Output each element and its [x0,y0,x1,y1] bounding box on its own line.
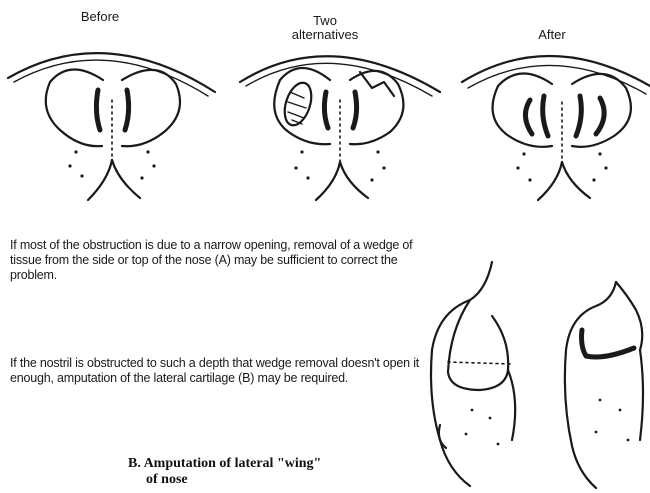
alt-philtrum-left [316,162,340,200]
nose-before-drawing [8,53,215,200]
before-philtrum-right [112,160,140,198]
before-left-slit [96,90,100,130]
caption-line-2: of nose [128,472,448,488]
side-right-edge [640,350,643,440]
side-right-dot [595,431,598,434]
before-philtrum [88,160,112,200]
before-whisker-dot [146,150,149,153]
before-whisker-dot [74,150,77,153]
side-left-outline [431,262,492,486]
side-right-top [616,282,642,350]
alt-whisker-dot [370,178,373,181]
before-whisker-dot [140,176,143,179]
after-right-opening [576,96,581,136]
side-left-dot [471,409,474,412]
side-left-wing [448,300,508,390]
before-bridge-outer [8,53,215,92]
alt-bridge-inner [246,63,432,96]
side-left-dot [489,417,492,420]
side-right-dot [599,399,602,402]
alt-whisker-dot [300,150,303,153]
after-right-opening-inner [596,98,604,134]
alt-philtrum-right [340,162,368,198]
after-whisker-dot [528,178,531,181]
after-philtrum-right [562,162,590,198]
side-left-edge [508,370,515,440]
side-right-dot [627,439,630,442]
alt-whisker-dot [382,166,385,169]
side-left-dot [465,433,468,436]
after-whisker-dot [522,152,525,155]
alt-whisker-dot [306,176,309,179]
before-whisker-dot [68,164,71,167]
before-whisker-dot [80,174,83,177]
paragraph-amputation: If the nostril is obstructed to such a d… [10,356,420,386]
alt-whisker-dot [376,150,379,153]
alt-wedge-a [280,79,316,128]
side-right-outline [565,282,616,488]
alt-left-slit [324,92,328,128]
caption-amputation: B. Amputation of lateral "wing" of nose [128,456,448,488]
nose-alternatives-drawing [240,56,440,200]
after-whisker-dot [592,178,595,181]
alt-whisker-dot [294,166,297,169]
caption-line-1: B. Amputation of lateral "wing" [128,456,448,472]
side-left-dot [497,443,500,446]
alt-right-slit [353,92,357,128]
side-right-dot [619,409,622,412]
amputation-side-view-right [565,282,643,488]
nose-after-drawing [462,56,650,200]
after-left-opening-inner [543,96,548,136]
after-philtrum-left [538,162,562,200]
amputation-side-view-left [431,262,515,486]
after-left-opening [525,100,532,134]
before-right-slit [125,90,129,130]
after-whisker-dot [516,166,519,169]
before-whisker-dot [152,164,155,167]
side-left-lip [439,425,446,448]
side-left-cut-line [448,362,512,364]
after-whisker-dot [604,166,607,169]
paragraph-wedge-removal: If most of the obstruction is due to a n… [10,238,420,283]
after-whisker-dot [598,152,601,155]
side-right-amputated-edge [582,330,635,357]
